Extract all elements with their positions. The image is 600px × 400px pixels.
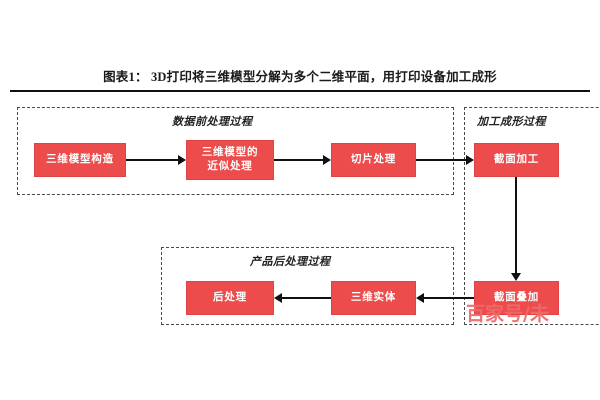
- group-box-post-processing: [161, 247, 454, 325]
- figure-title: 图表1： 3D打印将三维模型分解为多个二维平面，用打印设备加工成形: [103, 70, 497, 84]
- watermark-text: 百家号/未: [466, 303, 549, 325]
- process-node-post-processing[interactable]: 后处理: [186, 281, 274, 315]
- connector-model-to-approx: [126, 159, 178, 161]
- arrow-head-stack-to-solid: [416, 293, 424, 303]
- process-node-3d-model-construction[interactable]: 三维模型构造: [34, 143, 126, 177]
- arrow-head-approx-to-slice: [323, 155, 331, 165]
- node-label-line-2: 近似处理: [207, 161, 253, 172]
- group-label-forming-process: 加工成形过程: [477, 116, 546, 128]
- group-label-post-processing: 产品后处理过程: [250, 256, 331, 268]
- connector-stack-to-solid: [424, 297, 474, 299]
- arrow-head-solid-to-post: [274, 293, 282, 303]
- process-node-section-stacking[interactable]: 截面叠加: [474, 281, 559, 315]
- group-box-forming-process: [464, 107, 600, 325]
- node-label-line-1: 三维模型的: [201, 146, 259, 158]
- arrow-head-slice-to-section: [466, 155, 474, 165]
- arrow-head-section-to-stack: [511, 273, 521, 281]
- process-node-slicing[interactable]: 切片处理: [331, 143, 416, 177]
- connector-slice-to-section: [416, 159, 466, 161]
- process-node-3d-solid[interactable]: 三维实体: [331, 281, 416, 315]
- connector-approx-to-slice: [274, 159, 323, 161]
- arrow-head-model-to-approx: [178, 155, 186, 165]
- process-node-model-approximation[interactable]: 三维模型的 近似处理: [186, 140, 274, 180]
- group-label-data-preprocessing: 数据前处理过程: [172, 116, 253, 128]
- process-node-section-machining[interactable]: 截面加工: [474, 143, 559, 177]
- title-divider: [10, 90, 590, 92]
- connector-solid-to-post: [282, 297, 331, 299]
- group-box-data-preprocessing: [17, 107, 454, 195]
- connector-section-to-stack: [515, 177, 517, 273]
